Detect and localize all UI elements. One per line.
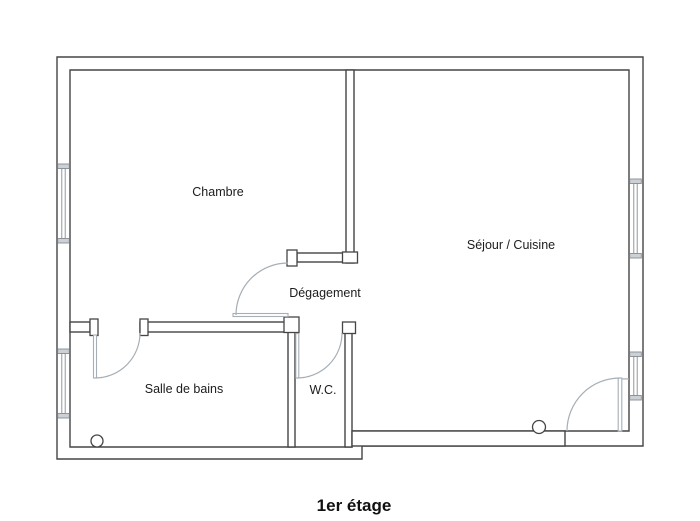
room-label-salle-de-bains: Salle de bains: [145, 382, 224, 396]
room-label-sejour-cuisine: Séjour / Cuisine: [467, 238, 555, 252]
sejour-fixture-circle-icon: [531, 419, 547, 435]
window-right-upper: [629, 178, 642, 259]
chambre-sejour-wall-jamb: [341, 251, 359, 264]
bathroom-door: [92, 332, 141, 379]
chambre-door: [232, 262, 289, 318]
room-label-chambre: Chambre: [192, 185, 243, 199]
bathroom-wall-stub: [69, 321, 91, 333]
window-right-lower: [629, 351, 642, 401]
room-label-wc: W.C.: [309, 383, 336, 397]
chambre-sejour-wall: [345, 69, 355, 264]
bathroom-wc-wall-jamb: [283, 316, 300, 334]
window-left-upper: [57, 163, 70, 244]
entry-door: [566, 377, 629, 432]
bathroom-door-left-jamb: [89, 318, 99, 337]
bathroom-door-right-jamb: [139, 318, 149, 337]
bathroom-fixture-circle-icon: [90, 434, 104, 448]
window-left-lower: [57, 348, 70, 419]
wc-right-wall-jamb: [341, 321, 357, 335]
wc-right-wall: [344, 332, 353, 448]
wc-door: [295, 332, 343, 379]
floor-title: 1er étage: [317, 496, 392, 515]
bathroom-top-wall: [139, 321, 291, 333]
room-label-degagement: Dégagement: [289, 286, 361, 300]
sejour-bottom-wall: [351, 430, 566, 447]
chambre-door-jamb: [286, 249, 298, 267]
bathroom-wc-wall: [287, 317, 296, 448]
